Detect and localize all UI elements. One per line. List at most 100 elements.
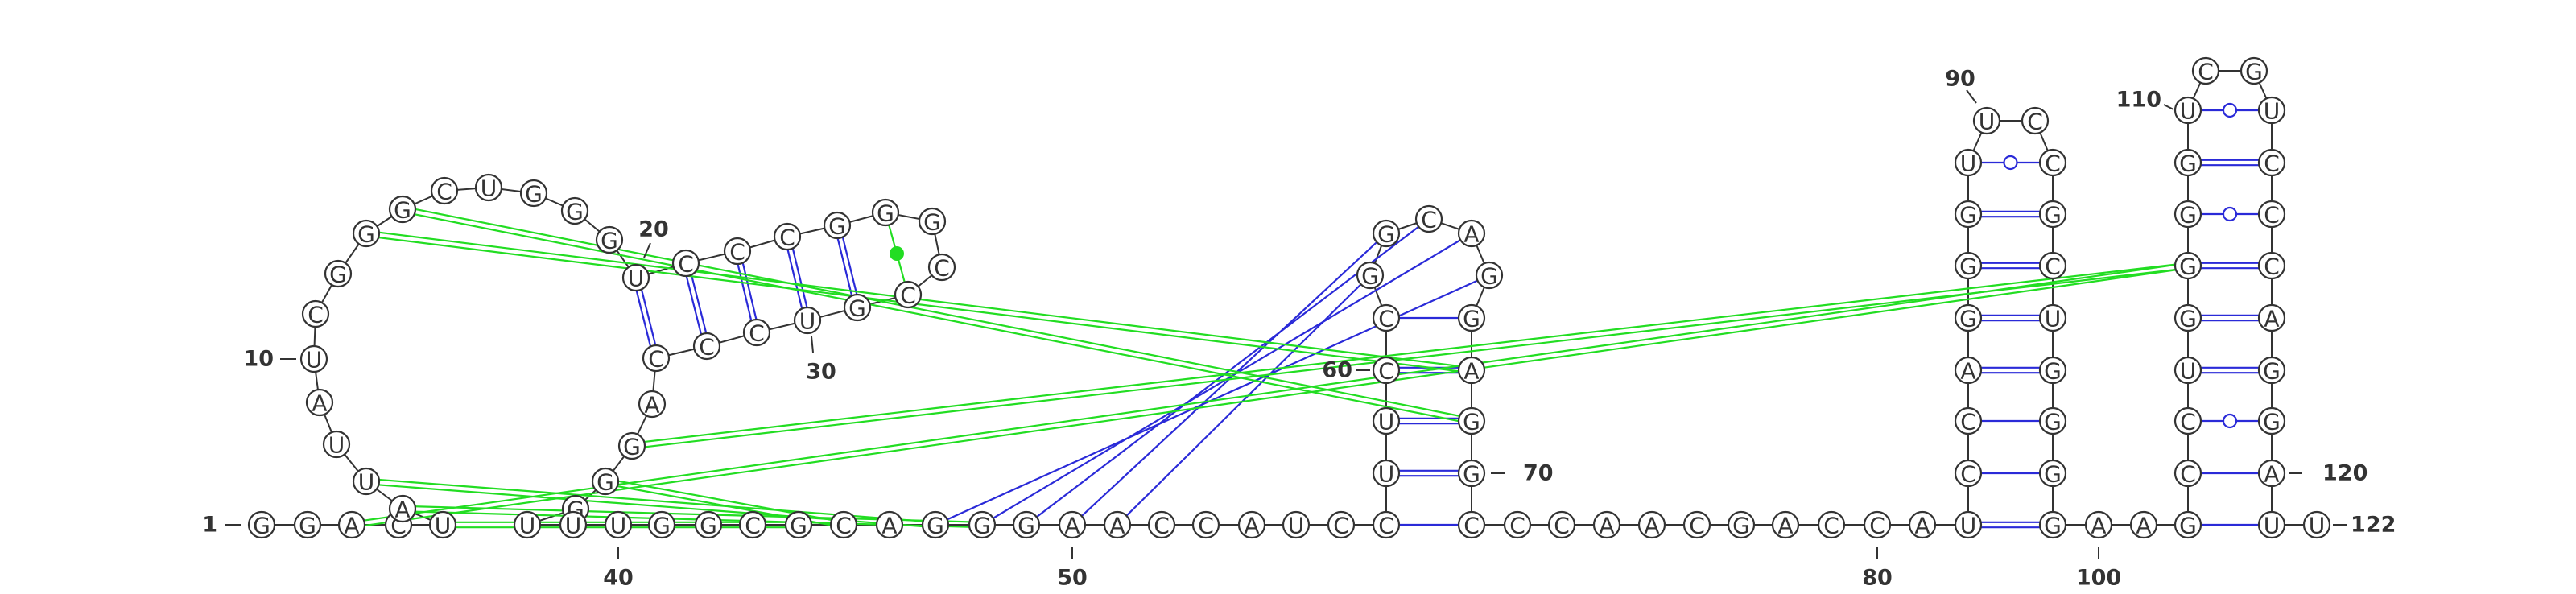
- nucleotide: G: [2174, 510, 2202, 539]
- position-number: 60: [1322, 358, 1352, 383]
- nucleotide-circle: [1817, 510, 1846, 539]
- nucleotide-circle: [2257, 303, 2286, 332]
- base-pair-link: [638, 276, 660, 358]
- position-number: 1: [202, 513, 217, 538]
- nucleotide: G: [2174, 251, 2202, 280]
- nucleotide-letter: A: [1777, 513, 1793, 539]
- nucleotide-letter: U: [1979, 109, 1996, 135]
- nucleotide: A: [1908, 510, 1937, 539]
- nucleotide-circle: [2240, 56, 2268, 85]
- nucleotide-letter: A: [2264, 461, 2279, 488]
- base-pair-link: [682, 263, 705, 348]
- nucleotide-circle: [2257, 510, 2286, 539]
- nucleotide-circle: [1103, 510, 1132, 539]
- nucleotide-circle: [671, 249, 700, 278]
- nucleotide-letter: G: [1959, 306, 1977, 332]
- position-tick: [643, 242, 651, 258]
- nucleotide-circle: [1908, 510, 1937, 539]
- nucleotide-letter: A: [1244, 513, 1259, 539]
- nucleotide-circle: [2257, 96, 2286, 125]
- nucleotide: U: [1372, 406, 1401, 435]
- nucleotide-letter: G: [2263, 409, 2281, 435]
- nucleotide: U: [1954, 510, 1983, 539]
- nucleotide-letter: G: [2179, 513, 2197, 539]
- pseudoknot-marker: [890, 246, 904, 261]
- nucleotide: A: [2257, 303, 2286, 332]
- nucleotide: A: [337, 510, 366, 539]
- nucleotide: C: [773, 222, 802, 251]
- nucleotide-circle: [519, 179, 548, 208]
- nucleotide-letter: C: [1333, 513, 1349, 539]
- nucleotide-letter: A: [344, 513, 359, 539]
- nucleotide-circle: [642, 344, 671, 373]
- nucleotide: G: [843, 293, 872, 322]
- nucleotide-letter: G: [1018, 513, 1035, 539]
- nucleotide-letter: G: [299, 513, 316, 539]
- nucleotide: G: [1954, 200, 1983, 229]
- nucleotide-circle: [428, 510, 457, 539]
- nucleotide-letter: G: [329, 262, 347, 288]
- nucleotide: U: [2302, 510, 2331, 539]
- nucleotide-letter: G: [2044, 513, 2062, 539]
- nucleotide-letter: G: [2044, 358, 2062, 385]
- nucleotide: A: [1592, 510, 1621, 539]
- nucleotide-letter: A: [2091, 513, 2106, 539]
- position-number: 90: [1945, 67, 1975, 92]
- nucleotide-letter: G: [1959, 202, 1977, 229]
- nucleotide-circle: [430, 176, 459, 205]
- nucleotide: C: [829, 510, 858, 539]
- nucleotide-circle: [2038, 251, 2067, 280]
- nucleotide: G: [324, 259, 353, 288]
- nucleotide-circle: [784, 510, 813, 539]
- nucleotide-letter: G: [1377, 221, 1395, 248]
- nucleotide: C: [1503, 510, 1532, 539]
- nucleotide-circle: [2174, 251, 2202, 280]
- nucleotide-letter: G: [1463, 306, 1480, 332]
- nucleotide-circle: [1058, 510, 1087, 539]
- nucleotide-circle: [2084, 510, 2113, 539]
- nucleotide-circle: [742, 318, 771, 347]
- nucleotide: C: [1147, 510, 1176, 539]
- nucleotide-circle: [2038, 510, 2067, 539]
- nucleotide-letter: U: [328, 432, 345, 459]
- gu-pair-marker: [2222, 102, 2238, 118]
- nucleotide: C: [2038, 251, 2067, 280]
- nucleotide: G: [595, 225, 624, 254]
- nucleotide-circle: [843, 293, 872, 322]
- nucleotide: G: [1457, 303, 1486, 332]
- base-pair-link: [839, 224, 861, 307]
- nucleotide-circle: [1372, 219, 1401, 248]
- nucleotide: G: [2038, 356, 2067, 385]
- nucleotide-circle: [1475, 261, 1504, 290]
- nucleotide-letter: G: [525, 181, 543, 208]
- nucleotide-letter: U: [2180, 358, 2197, 385]
- nucleotide-circle: [1592, 510, 1621, 539]
- nucleotide-letter: G: [2179, 254, 2197, 280]
- nucleotide-circle: [1954, 406, 1983, 435]
- nucleotide: U: [322, 430, 351, 459]
- nucleotide-circle: [2038, 148, 2067, 177]
- nucleotide-letter: G: [1463, 461, 1480, 488]
- nucleotide-circle: [927, 253, 956, 282]
- nucleotide-circle: [2038, 459, 2067, 488]
- nucleotide-letter: A: [2264, 306, 2279, 332]
- nucleotide-letter: G: [1463, 409, 1480, 435]
- nucleotide: G: [2257, 356, 2286, 385]
- nucleotide-circle: [352, 219, 381, 248]
- nucleotide-circle: [1954, 148, 1983, 177]
- nucleotide-circle: [1191, 510, 1220, 539]
- nucleotide-circle: [647, 510, 676, 539]
- nucleotide: G: [1012, 510, 1041, 539]
- nucleotide-letter: C: [1198, 513, 1214, 539]
- nucleotide-circle: [591, 467, 620, 496]
- nucleotide-circle: [1457, 459, 1486, 488]
- nucleotide-letter: A: [881, 513, 897, 539]
- nucleotide-circle: [2038, 406, 2067, 435]
- base-pair-link: [783, 237, 806, 322]
- gu-pair-marker: [2222, 413, 2238, 429]
- nucleotide: C: [1547, 510, 1576, 539]
- nucleotide: C: [430, 176, 459, 205]
- nucleotide: A: [1103, 510, 1132, 539]
- nucleotide-letter: C: [749, 320, 765, 347]
